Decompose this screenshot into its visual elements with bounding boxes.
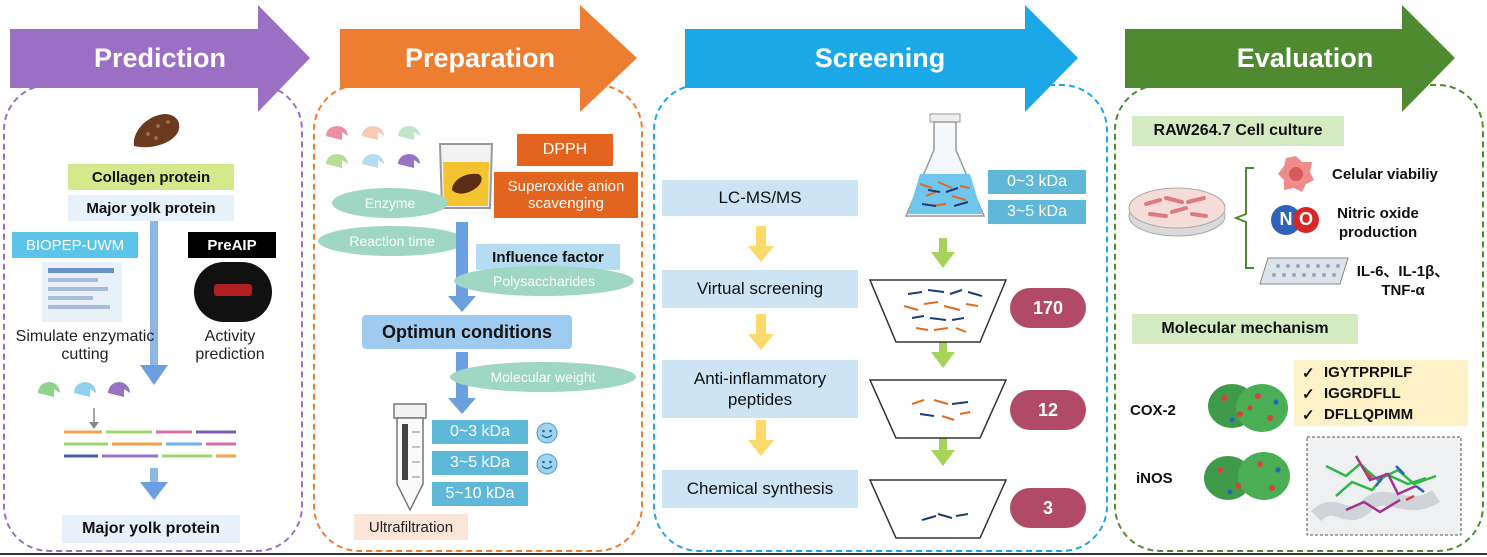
preaip-label: PreAIP (188, 232, 276, 258)
container-12 (868, 379, 1008, 439)
prep-flow-line (456, 222, 468, 302)
cytokines-label: IL-6、IL-1β、TNF-α (1356, 263, 1450, 299)
peptide-pieces-icon (38, 382, 130, 397)
small-arrow-icon (89, 408, 99, 429)
biopep-uwm-label: BIOPEP-UWM (12, 232, 138, 258)
cox2-protein-icon (1208, 384, 1288, 432)
enzyme-pieces-icon (326, 126, 420, 168)
down-arrow-icon (140, 365, 168, 385)
cell-icon (1278, 156, 1314, 192)
beaker-icon (438, 143, 494, 209)
prep-down-arrow-icon (448, 296, 476, 312)
molecular-weight-ellipse: Molecular weight (450, 362, 636, 392)
prep-kda-0-3: 0~3 kDa (432, 420, 528, 444)
prediction-title: Prediction (93, 43, 227, 73)
ultrafiltration-label: Ultrafiltration (354, 514, 468, 540)
petri-dish-icon (1128, 187, 1226, 237)
bottom-rule (0, 553, 1487, 555)
docking-structure-image (1306, 436, 1462, 536)
peptide-item: IGYTPRPILF (1324, 364, 1413, 381)
enzyme-ellipse: Enzyme (332, 188, 448, 218)
screening-title: Screening (814, 43, 946, 73)
cox2-label: COX-2 (1130, 402, 1176, 419)
bottom-major-yolk-label: Major yolk protein (62, 515, 240, 543)
well-plate-icon (1259, 257, 1349, 285)
container-3 (868, 479, 1008, 539)
biopep-screenshot (42, 262, 122, 322)
collagen-protein-label: Collagen protein (68, 164, 234, 190)
screening-step-anti: Anti-inflammatory peptides (662, 360, 858, 418)
sequence-lines-icon (64, 430, 236, 458)
oxygen-symbol: O (1298, 209, 1313, 229)
peptide-item: DFLLQPIMM (1324, 406, 1414, 423)
optimun-conditions-label: Optimun conditions (362, 315, 572, 349)
polysaccharides-ellipse: Polysaccharides (454, 266, 634, 296)
prep-kda-3-5: 3~5 kDa (432, 451, 528, 475)
prediction-panel (3, 84, 303, 552)
nitric-oxide-label: Nitric oxide production (1337, 205, 1419, 241)
reaction-time-ellipse: Reaction time (318, 226, 466, 256)
nitrogen-symbol: N (1279, 209, 1293, 229)
container-170 (868, 279, 1008, 343)
evaluation-panel (1114, 84, 1484, 552)
prep-down-arrow-icon-2 (448, 398, 476, 414)
peptide-item: IGGRDFLL (1324, 385, 1401, 402)
simulate-cutting-label: Simulate enzymatic cutting (15, 328, 155, 363)
dpph-label: DPPH (517, 134, 613, 166)
flow-line-2 (150, 468, 158, 484)
down-arrow-icon-2 (140, 482, 168, 500)
count-3-badge: 3 (1010, 488, 1086, 528)
screening-green-arrows (931, 238, 955, 466)
preparation-title: Preparation (404, 43, 556, 73)
major-yolk-protein-label: Major yolk protein (68, 195, 234, 221)
screening-step-lcms: LC-MS/MS (662, 180, 858, 216)
screening-panel (653, 84, 1108, 552)
screen-kda-3-5: 3~5 kDa (988, 200, 1086, 224)
count-170-badge: 170 (1010, 288, 1086, 328)
screen-kda-0-3: 0~3 kDa (988, 170, 1086, 194)
check-icon: ✓ (1302, 386, 1315, 403)
activity-prediction-label: Activity prediction (195, 328, 265, 363)
viability-label: Celular viabiliy (1332, 166, 1438, 183)
preaip-screenshot (194, 262, 272, 322)
peptide-list: ✓ IGYTPRPILF ✓ IGGRDFLL ✓ DFLLQPIMM (1294, 360, 1468, 426)
count-12-badge: 12 (1010, 390, 1086, 430)
flow-line (150, 195, 158, 375)
prep-kda-5-10: 5~10 kDa (432, 482, 528, 506)
smiley-icon-2 (536, 453, 558, 475)
sea-cucumber-icon (133, 114, 180, 148)
check-icon: ✓ (1302, 365, 1315, 382)
superoxide-label: Superoxide anion scavenging (494, 172, 638, 218)
molecular-mechanism-label: Molecular mechanism (1132, 314, 1358, 344)
check-icon: ✓ (1302, 407, 1315, 424)
evaluation-title: Evaluation (1236, 43, 1374, 73)
bracket-icon (1234, 167, 1254, 269)
screening-yellow-arrows (748, 226, 774, 456)
influence-factor-label: Influence factor (476, 244, 620, 270)
inos-label: iNOS (1136, 470, 1173, 487)
screening-step-synthesis: Chemical synthesis (662, 470, 858, 508)
nitric-oxide-icon (1271, 205, 1319, 235)
ultrafiltration-tube-icon (393, 403, 427, 512)
preparation-panel (313, 84, 643, 552)
cell-culture-label: RAW264.7 Cell culture (1132, 116, 1344, 146)
screening-step-virtual: Virtual screening (662, 270, 858, 308)
smiley-icon (536, 422, 558, 444)
inos-protein-icon (1204, 452, 1290, 500)
flask-icon (904, 113, 986, 217)
